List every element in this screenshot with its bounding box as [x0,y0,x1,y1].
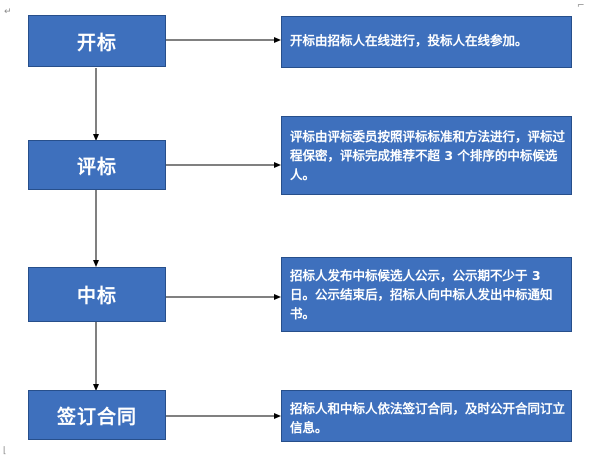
desc-pingbiao: 评标由评标委员按照评标标准和方法进行，评标过程保密，评标完成推荐不超 3 个排序… [281,116,572,195]
step-kaibiao: 开标 [28,15,166,67]
desc-qianding-hetong-text: 招标人和中标人依法签订合同，及时公开合同订立信息。 [290,401,566,435]
desc-pingbiao-text: 评标由评标委员按照评标标准和方法进行，评标过程保密，评标完成推荐不超 3 个排序… [290,129,566,182]
desc-zhongbiao: 招标人发布中标候选人公示，公示期不少于 3 日。公示结束后，招标人向中标人发出中… [281,257,572,332]
desc-qianding-hetong: 招标人和中标人依法签订合同，及时公开合同订立信息。 [281,390,572,442]
desc-kaibiao-text: 开标由招标人在线进行，投标人在线参加。 [290,33,528,48]
desc-kaibiao: 开标由招标人在线进行，投标人在线参加。 [281,16,572,68]
step-pingbiao-label: 评标 [76,155,117,178]
step-kaibiao-label: 开标 [76,31,117,54]
crop-mark-bottom-left-icon: ⌊ [3,446,7,456]
paragraph-mark-icon: ↵ [4,7,12,17]
step-qianding-hetong: 签订合同 [28,390,166,440]
step-pingbiao: 评标 [28,140,166,190]
step-zhongbiao: 中标 [28,267,166,322]
crop-mark-top-right-icon: ⌐ [577,1,585,11]
step-qianding-hetong-label: 签订合同 [56,405,137,428]
desc-zhongbiao-text: 招标人发布中标候选人公示，公示期不少于 3 日。公示结束后，招标人向中标人发出中… [290,268,553,321]
step-zhongbiao-label: 中标 [76,285,117,307]
